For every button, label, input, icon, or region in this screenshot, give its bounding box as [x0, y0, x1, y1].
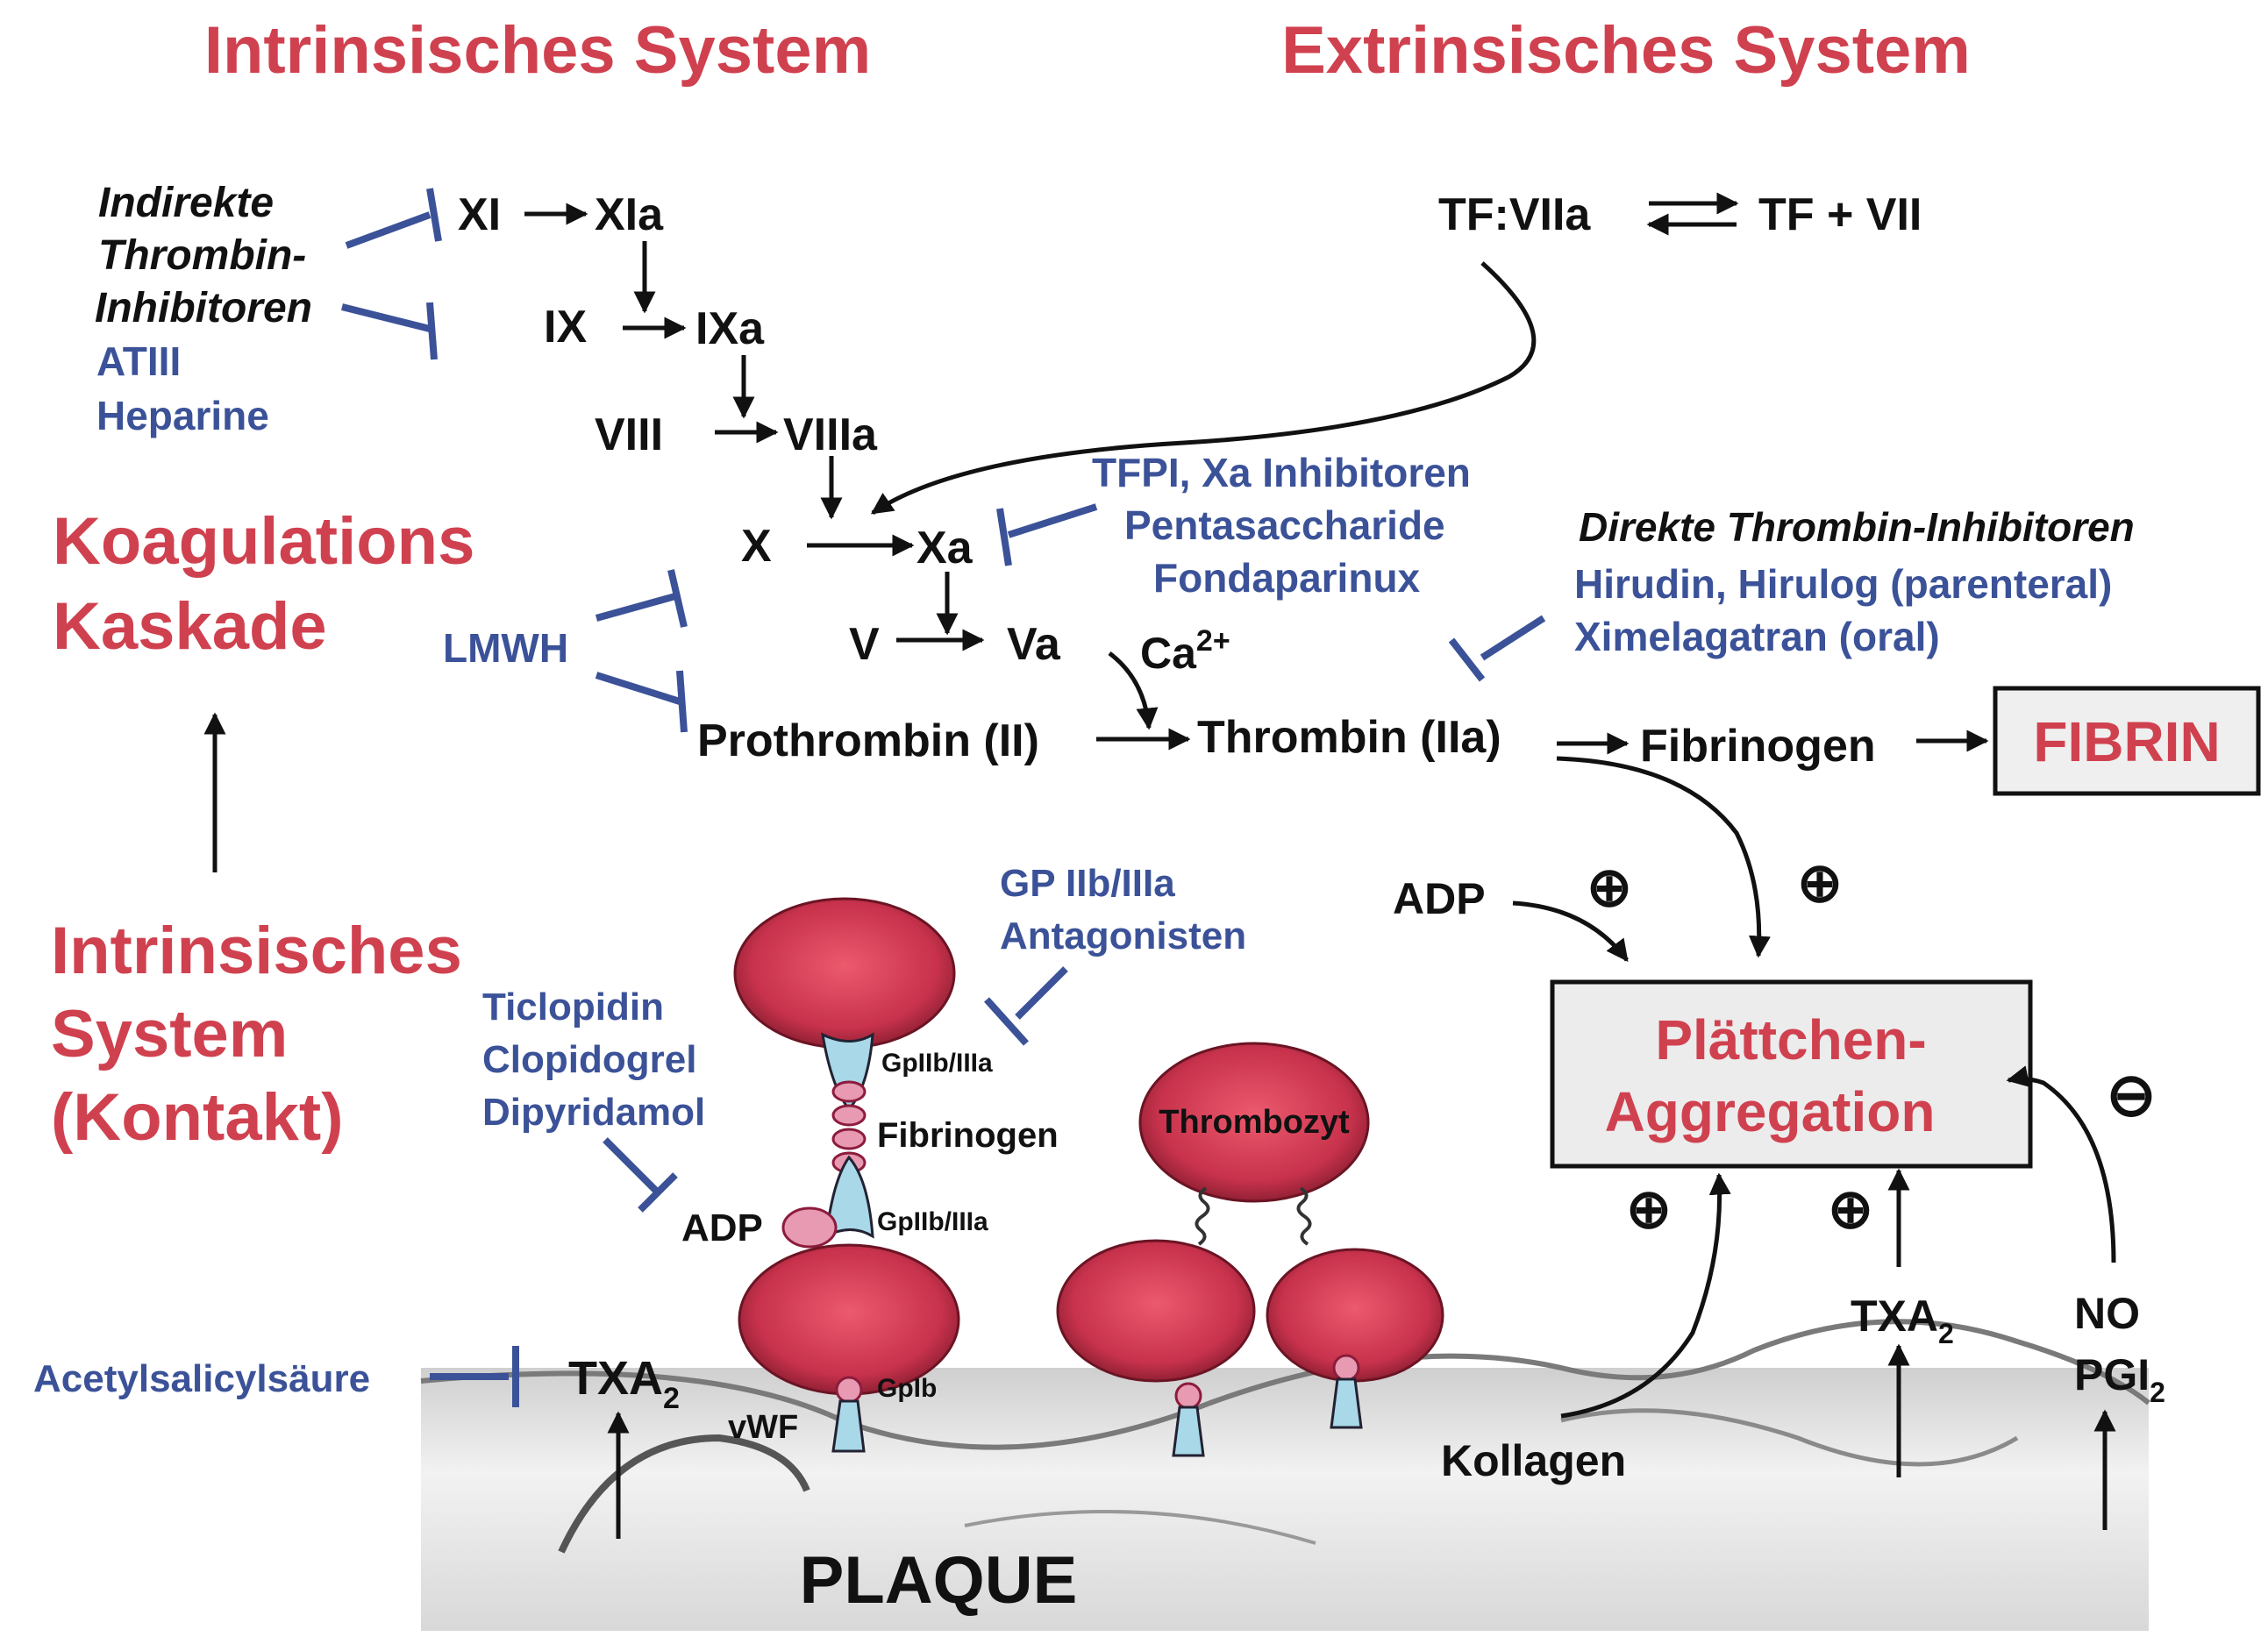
arrow-no-pgi-to-aggregation	[2006, 1065, 2116, 1263]
plaque-label: PLAQUE	[800, 1543, 1078, 1618]
tf-viia-label: TF:VIIa	[1438, 189, 1591, 240]
atiii-label: ATIII	[96, 338, 181, 384]
gp-antagonists-line1: GP IIb/IIIa	[1000, 862, 1175, 905]
arrow-va-thrombin	[1108, 651, 1159, 730]
factor-va: Va	[1007, 619, 1061, 670]
plus-adp: ⊕	[1587, 858, 1632, 918]
vwf-label: vWF	[728, 1409, 798, 1446]
aspirin-inhibition-bar	[430, 1346, 519, 1407]
cluster-left-receptor-base	[1172, 1406, 1205, 1457]
factor-xi: XI	[458, 189, 501, 240]
lmwh-inhibition-bars	[595, 569, 688, 733]
thrombin-inhibition-bar	[1448, 615, 1546, 682]
platelet-cluster-left	[1056, 1239, 1256, 1383]
title-intrinsic: Intrinsisches System	[204, 13, 871, 88]
pgi-label: PGI2	[2074, 1350, 2165, 1408]
factor-viiia: VIIIa	[783, 409, 878, 460]
fibrinogen-coil-right	[1296, 1186, 1312, 1246]
fibrinogen-bridge	[831, 1080, 867, 1174]
cluster-right-receptor-head	[1332, 1354, 1360, 1382]
gpib-receptor-head	[835, 1376, 863, 1404]
factor-ixa: IXa	[695, 303, 765, 354]
cluster-right-receptor-base	[1330, 1377, 1363, 1429]
fibrinogen-coil-left	[1195, 1186, 1210, 1246]
aggregation-line1: Plättchen-	[1655, 1008, 1926, 1071]
direct-inhibitors-title: Direkte Thrombin-Inhibitoren	[1579, 504, 2135, 550]
heparine-label: Heparine	[96, 393, 269, 438]
gp-lower-label: GpIIb/IIIa	[877, 1207, 988, 1236]
txa-left-label: TXA2	[568, 1352, 680, 1415]
direct-inhibitors-line3: Ximelagatran (oral)	[1574, 614, 1940, 659]
adp-platelet-label: ADP	[681, 1206, 763, 1249]
factor-v: V	[849, 619, 880, 670]
platelet-bottom	[738, 1243, 960, 1396]
indirect-inhibitors-line1: Indirekte	[98, 180, 274, 226]
cluster-left-receptor-head	[1174, 1382, 1202, 1410]
tf-vii-label: TF + VII	[1758, 189, 1922, 240]
gp-antagonists-line2: Antagonisten	[1000, 915, 1246, 957]
fibrin-box	[1993, 686, 2261, 796]
cascade-title-line2: Kaskade	[53, 589, 327, 664]
indirect-inhibition-bars	[341, 188, 442, 360]
adp-drug-1: Ticlopidin	[482, 986, 664, 1028]
indirect-inhibitors-line3: Inhibitoren	[95, 285, 312, 331]
arrow-tf-viia-to-xa	[870, 261, 1537, 516]
gpib-label: GpIb	[877, 1374, 937, 1403]
title-extrinsic: Extrinsisches System	[1281, 13, 1971, 88]
direct-inhibitors-line2: Hirudin, Hirulog (parenteral)	[1574, 561, 2112, 607]
xa-inhibitors-line3: Fondaparinux	[1153, 555, 1421, 601]
minus-no-pgi: ⊖	[2107, 1062, 2157, 1128]
factor-xa: Xa	[916, 523, 974, 573]
factor-xia: XIa	[595, 189, 664, 240]
aggregation-box	[1550, 979, 2033, 1169]
arrow-kollagen-to-aggregation	[1560, 1172, 1731, 1419]
adp-inhibition-bar	[603, 1137, 678, 1213]
factor-thrombin: Thrombin (IIa)	[1197, 712, 1501, 763]
kollagen-label: Kollagen	[1441, 1436, 1626, 1485]
thrombozyt-label: Thrombozyt	[1159, 1104, 1350, 1141]
txa-right-label: TXA2	[1851, 1292, 1954, 1349]
lmwh-label: LMWH	[443, 625, 568, 671]
fibrinogen-bridge-label: Fibrinogen	[877, 1116, 1059, 1155]
factor-fibrinogen: Fibrinogen	[1640, 721, 1876, 772]
indirect-inhibitors-line2: Thrombin-	[98, 232, 306, 279]
plus-thrombin: ⊕	[1797, 853, 1843, 914]
arrow-thrombin-to-aggregation	[1556, 756, 1771, 958]
adp-drug-2: Clopidogrel	[482, 1038, 696, 1081]
calcium-label: Ca2+	[1140, 624, 1230, 678]
plus-kollagen: ⊕	[1626, 1179, 1672, 1240]
vwf-anchor	[831, 1399, 866, 1453]
contact-title-line1: Intrinsisches	[51, 914, 462, 988]
cascade-title-line1: Koagulations	[53, 504, 474, 579]
xa-inhibitors-line2: Pentasaccharide	[1124, 502, 1445, 548]
gp-upper-label: GpIIb/IIIa	[881, 1049, 993, 1078]
no-label: NO	[2074, 1289, 2140, 1338]
gp-receptor-bottom	[824, 1155, 874, 1239]
arrow-adp-to-aggregation	[1512, 900, 1629, 962]
platelet-top	[733, 897, 956, 1050]
fibrin-label: FIBRIN	[2033, 710, 2220, 773]
aspirin-label: Acetylsalicylsäure	[33, 1357, 370, 1400]
adp-aggregation-label: ADP	[1393, 874, 1486, 923]
adp-drug-3: Dipyridamol	[482, 1091, 705, 1134]
aggregation-line2: Aggregation	[1605, 1080, 1936, 1143]
plaque-background	[420, 1319, 2150, 1631]
adp-molecule	[781, 1206, 838, 1249]
contact-title-line2: System	[51, 997, 288, 1071]
factor-ix: IX	[544, 302, 587, 352]
xa-inhibition-bar	[996, 503, 1098, 566]
plus-txa: ⊕	[1828, 1179, 1873, 1240]
gp-inhibition-bar	[984, 966, 1068, 1046]
xa-inhibitors-line1: TFPI, Xa Inhibitoren	[1092, 450, 1471, 495]
factor-prothrombin: Prothrombin (II)	[697, 715, 1039, 766]
factor-x: X	[741, 521, 772, 572]
contact-title-line3: (Kontakt)	[51, 1080, 344, 1155]
factor-viii: VIII	[595, 409, 663, 460]
thrombozyt-platelet	[1138, 1042, 1370, 1203]
